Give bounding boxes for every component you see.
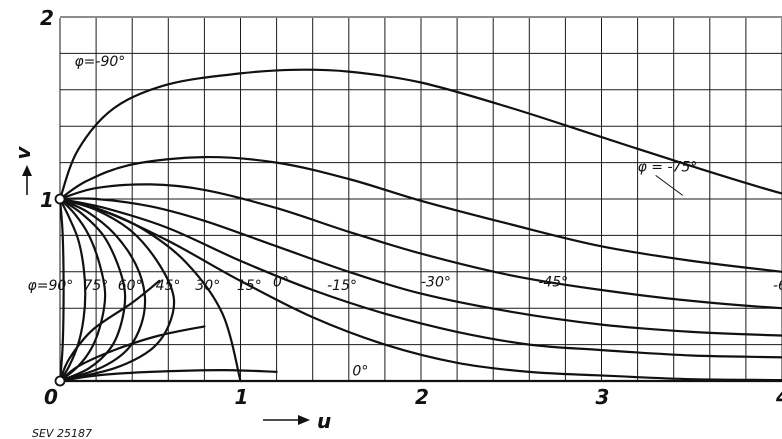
- curve-label: φ = -75°: [638, 160, 698, 176]
- y-axis-label-group: v: [11, 146, 35, 195]
- curve-label: -60°: [773, 278, 782, 294]
- series-curve: [58, 155, 782, 273]
- x-tick-label: 3: [596, 385, 610, 409]
- series-curve: [58, 197, 87, 383]
- x-tick-label: 4: [775, 385, 782, 409]
- curve-label: 0°: [352, 364, 368, 380]
- series-curve: [58, 183, 782, 310]
- series-curve: [58, 197, 176, 383]
- source-point-marker: [54, 193, 66, 205]
- label-leader-line: [655, 174, 684, 196]
- curves: [58, 68, 782, 383]
- curve-label: φ=-90°: [74, 54, 125, 70]
- series-curve: [58, 68, 782, 201]
- series-curve: [58, 197, 782, 359]
- series-curve-lower: [58, 279, 161, 383]
- series-curve: [58, 197, 782, 382]
- series-curve: [58, 197, 107, 383]
- x-axis-arrow-head: [298, 415, 310, 425]
- x-tick-label: 1: [235, 385, 249, 409]
- x-tick-label: 2: [415, 385, 429, 409]
- curve-label: φ=90°: [28, 278, 74, 294]
- curve-label: 15°: [237, 278, 262, 294]
- series-curve: [58, 197, 242, 383]
- curve-label: 75°: [83, 278, 108, 294]
- curve-label: -30°: [421, 274, 451, 290]
- x-axis-label: u: [317, 409, 331, 433]
- curve-label: -15°: [327, 278, 357, 294]
- series-curve-lower: [58, 369, 278, 383]
- tick-labels: 0 1 2 3 4 1 2: [40, 6, 782, 409]
- x-tick-label: 0: [44, 385, 58, 409]
- y-axis-arrow-head: [22, 165, 32, 176]
- markers: [54, 193, 66, 387]
- grid: [59, 16, 782, 382]
- origin-point-marker: [54, 375, 66, 387]
- y-tick-label: 2: [40, 6, 54, 30]
- series-curve-lower: [58, 325, 206, 383]
- series-curve: [58, 197, 782, 337]
- series-curve: [58, 197, 65, 383]
- series-curve: [58, 197, 147, 383]
- curve-label: 30°: [195, 278, 220, 294]
- series-curve: [58, 197, 127, 383]
- y-tick-label: 1: [40, 188, 54, 212]
- x-axis-label-group: u: [263, 409, 331, 433]
- curve-label: 60°: [118, 278, 143, 294]
- curve-label: -45°: [538, 274, 568, 290]
- curve-labels: φ=-90° φ = -75° φ=90° 75° 60° 45° 30° 15° 0° -15°…: [28, 54, 782, 379]
- curve-label: 45°: [156, 278, 181, 294]
- curve-label: 0°: [273, 274, 289, 290]
- y-axis-label: v: [11, 146, 35, 160]
- source-code: SEV 25187: [32, 427, 92, 439]
